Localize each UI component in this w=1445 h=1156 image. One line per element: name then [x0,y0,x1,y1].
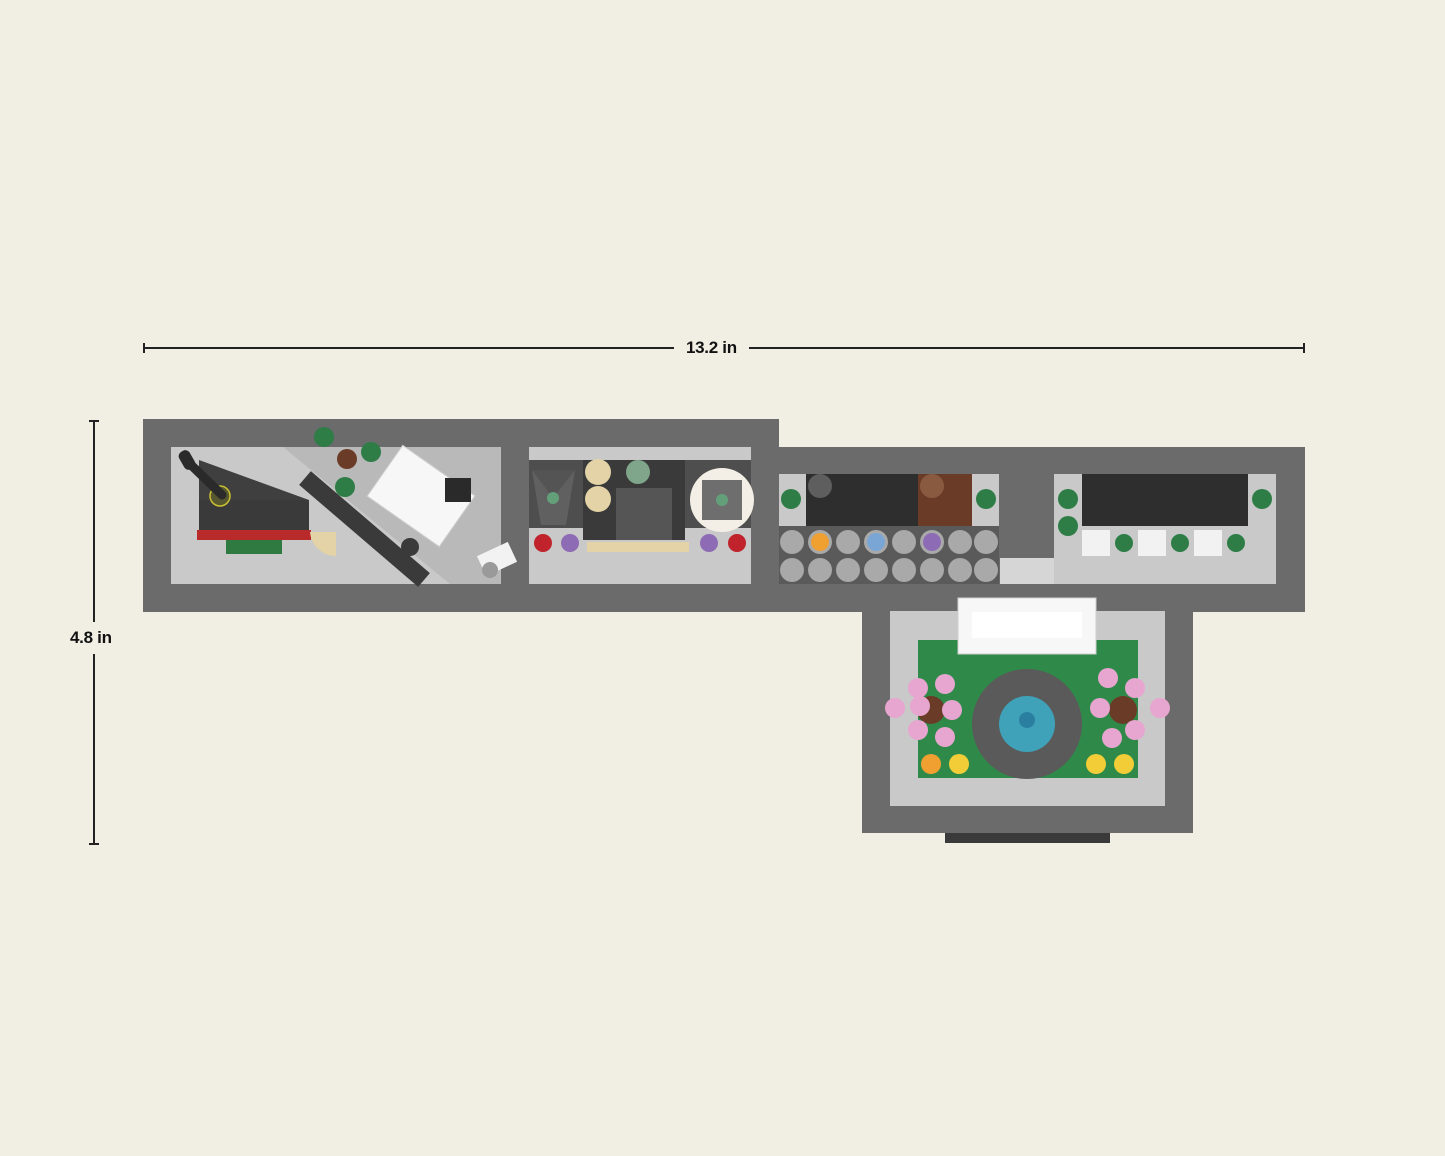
width-label: 13.2 in [674,338,749,358]
section-gallery [1054,474,1276,584]
plants-cluster-1 [314,427,381,497]
conveyor [299,444,518,587]
section-shop [779,474,999,526]
floor-round-tiles [779,526,1054,584]
garden-flowers [885,668,1170,774]
width-dimension-left-tick [143,343,145,353]
height-dimension-top-tick [89,420,99,422]
height-label: 4.8 in [60,622,122,654]
width-dimension-right-tick [1303,343,1305,353]
height-dimension-bottom-tick [89,843,99,845]
section-cafe [529,447,754,584]
flowers-cafe [534,534,746,552]
section-garden [890,597,1165,806]
